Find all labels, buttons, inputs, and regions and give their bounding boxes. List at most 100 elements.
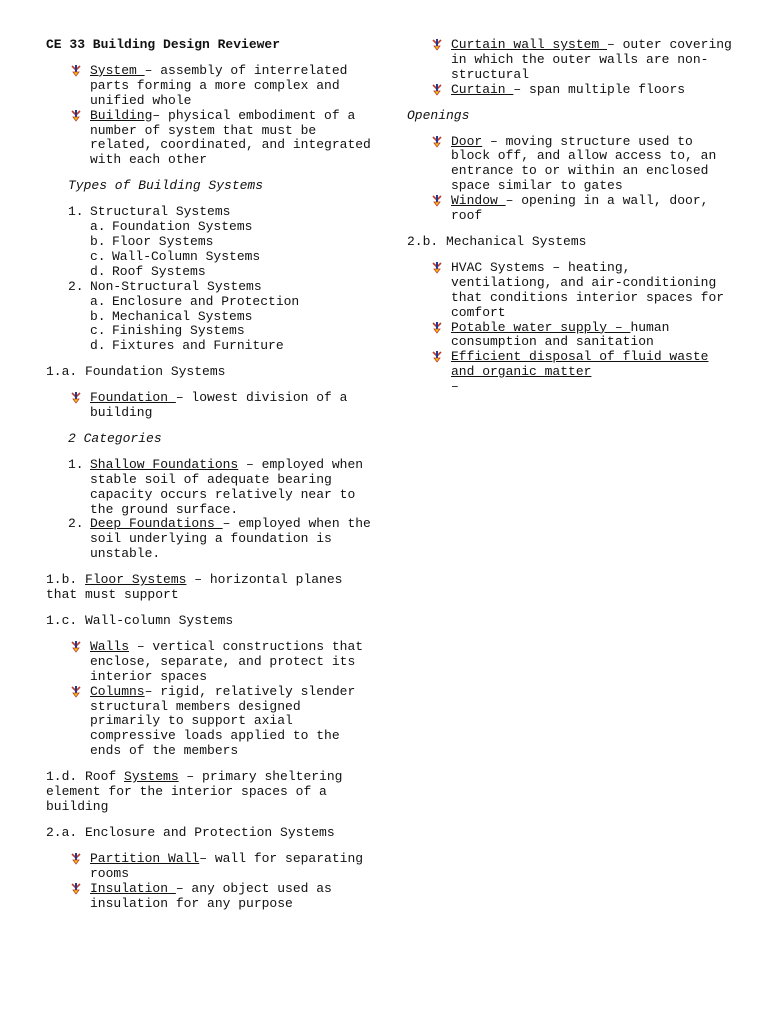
list-item: Potable water supply – human consumption… [407, 319, 737, 351]
enclosure-list: Partition Wall– wall for separating room… [46, 850, 376, 912]
definition: – assembly of interrelated parts forming… [90, 62, 348, 108]
term: Building [90, 107, 153, 123]
arrow-bullet-icon [68, 852, 88, 866]
term: Shallow Foundations [90, 456, 239, 472]
term: Floor Systems [85, 572, 187, 588]
list-item: Efficient disposal of fluid waste and or… [407, 349, 737, 380]
list-item: HVAC Systems – heating, ventilationg, an… [407, 259, 737, 321]
sub-letter: d. [90, 338, 106, 354]
types-heading: Types of Building Systems [68, 178, 264, 194]
definition: – [451, 379, 459, 395]
item-number: 1. [68, 204, 84, 220]
sub-label: Roof Systems [112, 263, 206, 279]
sub-label: Wall-Column Systems [112, 248, 261, 264]
definition: – primary sheltering element for the int… [46, 769, 343, 814]
types-list: 1. Structural Systems a.Foundation Syste… [46, 204, 376, 355]
definition: – employed when stable soil of adequate … [90, 456, 364, 517]
item-number: 2. [68, 278, 84, 294]
section-heading-1b: 1.b. Floor Systems – horizontal planes t… [46, 572, 376, 603]
section-heading-1d: 1.d. Roof Systems – primary sheltering e… [46, 769, 376, 815]
left-column: CE 33 Building Design Reviewer System – … [46, 37, 376, 922]
sub-letter: a. [90, 293, 106, 309]
list-item: 1. Structural Systems a.Foundation Syste… [46, 204, 376, 280]
section-prefix: 1.b. [46, 572, 86, 588]
term: Foundation [90, 390, 176, 406]
categories-heading: 2 Categories [68, 430, 162, 446]
document-title: CE 33 Building Design Reviewer [46, 37, 281, 52]
sub-item: b. Mechanical Systems [90, 308, 376, 325]
definition: – wall for separating rooms [90, 850, 364, 881]
list-item: 2. Deep Foundations – employed when the … [46, 517, 376, 562]
curtain-list: Curtain wall system – outer covering in … [407, 37, 737, 98]
wall-column-list: Walls – vertical constructions that encl… [46, 638, 376, 760]
sub-letter: b. [90, 233, 106, 249]
sub-item: d. Roof Systems [90, 263, 376, 280]
definition: – any object used as insulation for any … [90, 880, 332, 911]
arrow-bullet-icon [429, 38, 449, 52]
definition: – outer covering in which the outer wall… [451, 37, 732, 82]
term: Partition Wall [90, 850, 200, 866]
arrow-bullet-icon [68, 882, 88, 896]
section-heading-2b: 2.b. Mechanical Systems [407, 233, 587, 249]
list-item: Partition Wall– wall for separating room… [46, 850, 376, 882]
definition: human consumption and sanitation [451, 319, 670, 350]
definition: – vertical constructions that enclose, s… [90, 638, 364, 684]
sub-letter: d. [90, 263, 106, 279]
sub-label: Fixtures and Furniture [112, 338, 284, 354]
foundation-list: Foundation – lowest division of a buildi… [46, 390, 376, 421]
definition: – employed when the soil underlying a fo… [90, 516, 371, 562]
definition: – lowest division of a building [90, 390, 348, 421]
sub-letter: b. [90, 308, 106, 324]
term: Deep Foundations [90, 516, 223, 532]
definition: – rigid, relatively slender structural m… [90, 683, 356, 759]
sub-list: a.Foundation Systems b. Floor Systems c.W… [90, 219, 376, 280]
list-item: – [407, 379, 737, 395]
term: Insulation [90, 880, 176, 896]
sub-item: c.Wall-Column Systems [90, 248, 376, 265]
list-item: Curtain – span multiple floors [407, 81, 737, 98]
sub-label: Floor Systems [112, 233, 214, 249]
sub-item: d. Fixtures and Furniture [90, 338, 376, 354]
section-heading-2a: 2.a. Enclosure and Protection Systems [46, 824, 335, 840]
intro-list: System – assembly of interrelated parts … [46, 62, 376, 169]
sub-label: Finishing Systems [112, 323, 245, 339]
term: Window [451, 193, 506, 209]
arrow-bullet-icon [68, 640, 88, 654]
openings-heading: Openings [407, 107, 470, 123]
sub-item: a.Foundation Systems [90, 219, 376, 235]
term: System [90, 62, 145, 78]
arrow-bullet-icon [68, 64, 88, 78]
definition: – horizontal planes that must support [46, 572, 343, 603]
arrow-bullet-icon [429, 194, 449, 208]
list-item: 2. Non-Structural Systems a.Enclosure an… [46, 278, 376, 355]
list-item: Insulation – any object used as insulati… [46, 880, 376, 912]
sub-label: Mechanical Systems [112, 308, 253, 324]
item-number: 2. [68, 516, 84, 532]
arrow-bullet-icon [429, 321, 449, 335]
list-item: 1. Shallow Foundations – employed when s… [46, 456, 376, 518]
mechanical-list: HVAC Systems – heating, ventilationg, an… [407, 259, 737, 395]
definition: HVAC Systems – heating, ventilationg, an… [451, 259, 725, 320]
term: Curtain [451, 81, 514, 97]
definition: – opening in a wall, door, roof [451, 193, 709, 224]
section-prefix: 1.d. Roof [46, 769, 125, 785]
sub-item: a.Enclosure and Protection [90, 293, 376, 310]
list-item: Building– physical embodiment of a numbe… [46, 107, 376, 169]
sub-list: a.Enclosure and Protection b. Mechanical … [90, 293, 376, 355]
arrow-bullet-icon [68, 391, 88, 405]
arrow-bullet-icon [429, 135, 449, 149]
list-item: Curtain wall system – outer covering in … [407, 37, 737, 83]
item-label: Structural Systems [90, 204, 231, 220]
list-item: Walls – vertical constructions that encl… [46, 638, 376, 685]
list-item: Columns– rigid, relatively slender struc… [46, 683, 376, 760]
term: Efficient disposal of fluid waste and or… [451, 349, 709, 380]
sub-letter: c. [90, 323, 106, 339]
definition: – physical embodiment of a number of sys… [90, 107, 371, 168]
term: Potable water supply – [451, 319, 631, 335]
sub-letter: a. [90, 219, 106, 235]
list-item: Foundation – lowest division of a buildi… [46, 390, 376, 421]
definition: – moving structure used to block off, an… [451, 133, 717, 194]
arrow-bullet-icon [429, 350, 449, 364]
list-item: System – assembly of interrelated parts … [46, 62, 376, 109]
term: Curtain wall system [451, 37, 608, 52]
